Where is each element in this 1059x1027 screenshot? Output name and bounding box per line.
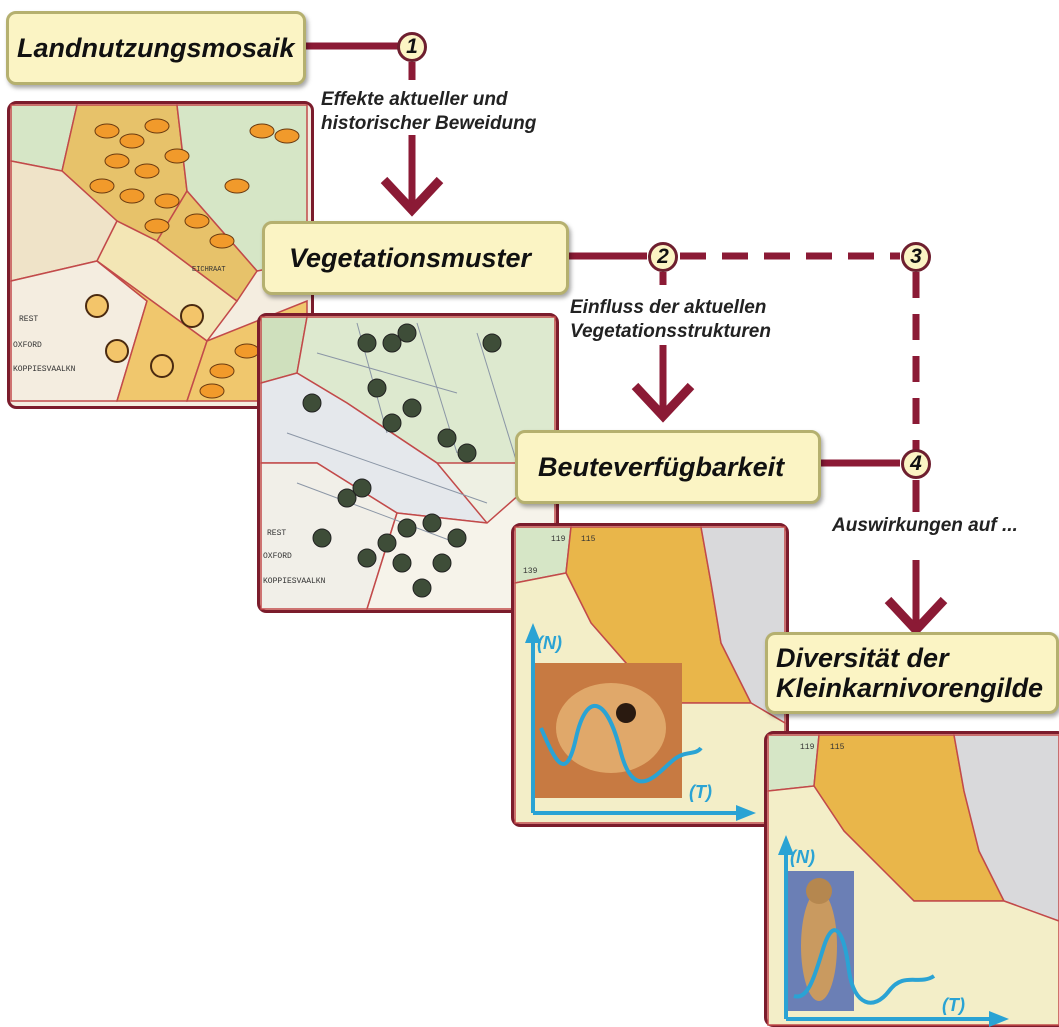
map3-label-139: 139 <box>523 567 538 576</box>
map-panel-carnivores: 119 115 (N) (T) <box>764 731 1059 1027</box>
map4-label-115: 115 <box>830 743 845 752</box>
stage-diversity-line1: Diversität der <box>776 643 949 673</box>
stage-land-use-mosaic: Landnutzungsmosaik <box>6 11 306 85</box>
map1-label-oxford: OXFORD <box>13 341 42 350</box>
map4-label-119: 119 <box>800 743 815 752</box>
map3-label-115: 115 <box>581 535 596 544</box>
arrow-4 <box>884 596 948 637</box>
arrow-2 <box>631 382 695 423</box>
step-number-4: 4 <box>901 449 931 479</box>
stage-diversity-line2: Kleinkarnivorengilde <box>776 673 1044 703</box>
map-panel-prey: 119 115 139 (N) (T) <box>511 523 789 827</box>
step-number-2: 2 <box>648 242 678 272</box>
plot1-y-label: (N) <box>537 633 562 653</box>
stage-prey-availability: Beuteverfügbarkeit <box>515 430 821 504</box>
step-number-1: 1 <box>397 32 427 62</box>
plot1-x-label: (T) <box>689 782 712 802</box>
caption-vegetation-influence: Einfluss der aktuellen Vegetationsstrukt… <box>570 297 771 342</box>
stage-prey-label: Beuteverfügbarkeit <box>538 451 785 482</box>
map2-label-oxford: OXFORD <box>263 552 292 561</box>
plot2-x-label: (T) <box>942 995 965 1015</box>
map1-label-ahorn: EICHRAAT <box>192 266 226 274</box>
map1-label-rest: REST <box>19 315 38 324</box>
caption-grazing-effects: Effekte aktueller und historischer Bewei… <box>321 89 537 134</box>
map3-label-119: 119 <box>551 535 566 544</box>
step-number-3: 3 <box>901 242 931 272</box>
arrow-1 <box>380 176 444 217</box>
stage-vegetation-pattern: Vegetationsmuster <box>262 221 569 295</box>
map2-label-rest: REST <box>267 529 286 538</box>
stage-carnivore-diversity: Diversität der Kleinkarnivorengilde <box>765 632 1059 714</box>
caption-effects-on: Auswirkungen auf ... <box>832 515 1018 536</box>
map2-label-koppies: KOPPIESVAALKN <box>263 577 326 586</box>
stage-land-use-label: Landnutzungsmosaik <box>17 32 295 63</box>
map-panel-vegetation: REST OXFORD KOPPIESVAALKN <box>257 313 559 613</box>
plot2-y-label: (N) <box>790 847 815 867</box>
map1-label-koppies: KOPPIESVAALKN <box>13 365 76 374</box>
stage-vegetation-label: Vegetationsmuster <box>289 242 532 273</box>
map-panel-land-use: REST OXFORD KOPPIESVAALKN EICHRAAT <box>7 101 314 409</box>
